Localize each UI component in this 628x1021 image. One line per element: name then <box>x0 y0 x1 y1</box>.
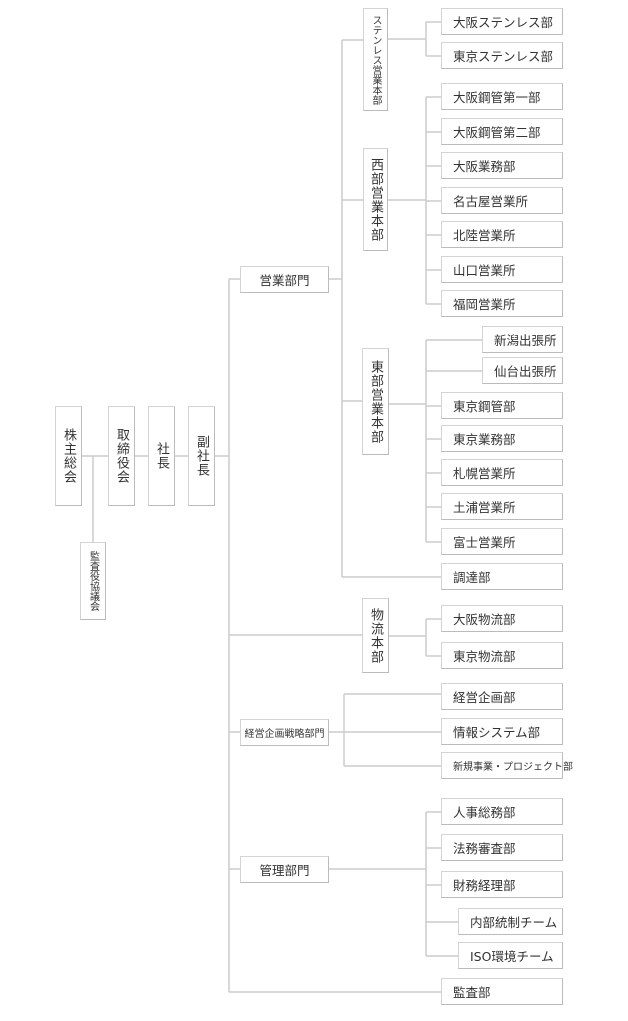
node-audit-department: 監査部 <box>441 978 563 1005</box>
node-department: 人事総務部 <box>441 798 563 825</box>
node-department: 山口営業所 <box>441 256 563 283</box>
node-planning-division: 経営企画戦略部門 <box>240 719 329 746</box>
node-auditors-council: 監査役協議会 <box>80 542 106 620</box>
node-east-hq: 東部営業本部 <box>362 348 389 455</box>
node-board: 取締役会 <box>108 406 135 506</box>
node-department: 北陸営業所 <box>441 221 563 248</box>
node-team: 内部統制チーム <box>458 908 563 935</box>
node-stainless-hq: ステンレス営業本部 <box>363 8 388 111</box>
node-department: 経営企画部 <box>441 683 563 710</box>
node-procurement: 調達部 <box>441 563 563 590</box>
node-department: 東京ステンレス部 <box>441 42 563 69</box>
node-department: 大阪鋼管第一部 <box>441 83 563 110</box>
node-sales-division: 営業部門 <box>240 266 329 293</box>
node-department: 新規事業・プロジェクト部 <box>441 752 573 779</box>
node-department: 札幌営業所 <box>441 459 563 486</box>
node-department: 大阪物流部 <box>441 605 563 632</box>
node-president: 社長 <box>148 406 175 506</box>
node-department: 東京鋼管部 <box>441 392 563 419</box>
node-vice-president: 副社長 <box>188 406 215 506</box>
node-department: 大阪ステンレス部 <box>441 8 563 35</box>
node-department: 大阪鋼管第二部 <box>441 118 563 145</box>
node-department: 法務審査部 <box>441 834 563 861</box>
node-logistics-hq: 物流本部 <box>362 598 389 673</box>
node-branch-office: 新潟出張所 <box>482 326 563 353</box>
node-department: 東京物流部 <box>441 642 563 669</box>
node-department: 情報システム部 <box>441 718 563 745</box>
node-team: ISO環境チーム <box>458 942 563 969</box>
node-department: 福岡営業所 <box>441 290 563 317</box>
node-department: 大阪業務部 <box>441 152 563 179</box>
node-department: 財務経理部 <box>441 871 563 898</box>
node-admin-division: 管理部門 <box>240 856 329 883</box>
node-shareholders-meeting: 株主総会 <box>55 406 82 506</box>
node-west-hq: 西部営業本部 <box>363 148 388 251</box>
node-department: 名古屋営業所 <box>441 187 563 214</box>
node-department: 土浦営業所 <box>441 493 563 520</box>
node-branch-office: 仙台出張所 <box>482 357 563 384</box>
node-department: 富士営業所 <box>441 528 563 555</box>
node-department: 東京業務部 <box>441 425 563 452</box>
